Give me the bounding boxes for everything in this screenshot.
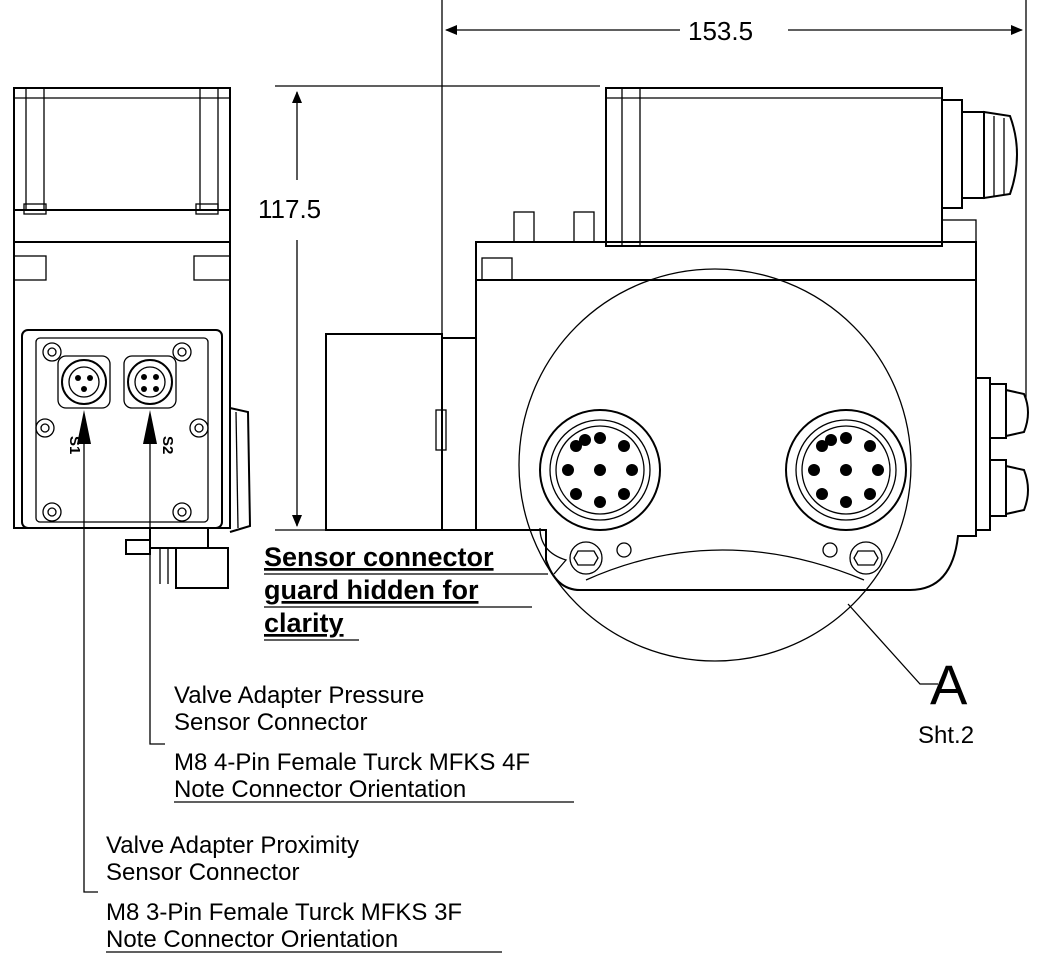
- proximity-note-line-3: M8 3-Pin Female Turck MFKS 3F: [106, 899, 462, 926]
- connector-s1-icon: [57, 355, 111, 409]
- width-value: 153.5: [688, 16, 753, 46]
- front-view: [325, 87, 1029, 685]
- height-dimension: [275, 85, 600, 531]
- pressure-note-line-1: Valve Adapter Pressure: [174, 682, 424, 709]
- plate-screws: [35, 342, 209, 522]
- guard-note-line-3: clarity: [264, 608, 344, 638]
- pressure-note-line-2: Sensor Connector: [174, 709, 367, 736]
- proximity-note-line-1: Valve Adapter Proximity: [106, 832, 359, 859]
- pressure-connector-note: Valve Adapter Pressure Sensor Connector …: [174, 682, 574, 803]
- pin-connector-right-icon: [785, 409, 907, 531]
- guard-note-line-1: Sensor connector: [264, 542, 494, 572]
- side-view: S1 S2: [13, 87, 252, 893]
- pressure-note-line-3: M8 4-Pin Female Turck MFKS 4F: [174, 749, 530, 776]
- guard-hidden-note: Sensor connector guard hidden for clarit…: [264, 542, 548, 641]
- detail-sheet: Sht.2: [918, 722, 974, 749]
- proximity-connector-note: Valve Adapter Proximity Sensor Connector…: [106, 832, 502, 953]
- detail-letter: A: [930, 653, 968, 716]
- guard-note-line-2: guard hidden for: [264, 575, 479, 605]
- s2-label: S2: [159, 436, 176, 454]
- detail-circle: [518, 268, 912, 662]
- proximity-note-line-4: Note Connector Orientation: [106, 926, 398, 953]
- proximity-note-line-2: Sensor Connector: [106, 859, 299, 886]
- pin-connector-left-icon: [539, 409, 661, 531]
- height-value: 117.5: [258, 194, 321, 224]
- width-dimension: [441, 0, 1027, 530]
- pressure-note-line-4: Note Connector Orientation: [174, 776, 466, 803]
- connector-s2-icon: [123, 355, 177, 409]
